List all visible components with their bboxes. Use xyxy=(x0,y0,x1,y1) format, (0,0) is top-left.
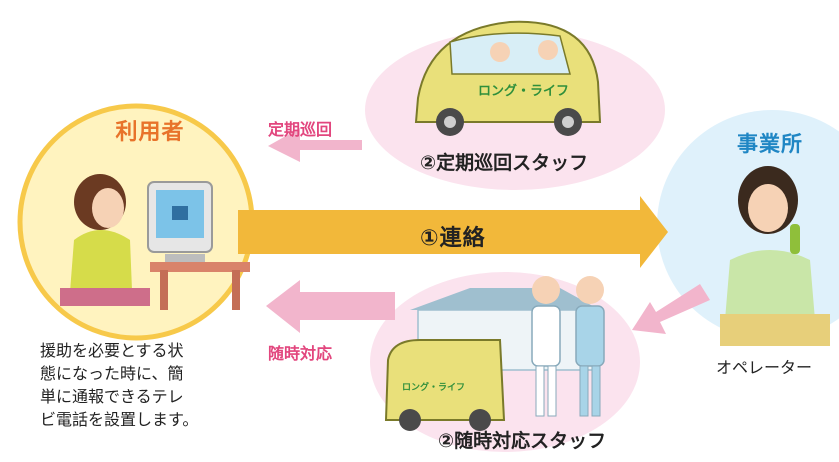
user-description: 援助を必要とする状 態になった時に、簡 単に通報できるテレ ビ電話を設置します。 xyxy=(40,339,240,431)
description-line: ビ電話を設置します。 xyxy=(40,410,199,429)
car-logo-anytime: ロング・ライフ xyxy=(402,383,466,393)
description-line: 単に通報できるテレ xyxy=(40,387,184,406)
contact-arrow-label: ①連絡 xyxy=(420,226,486,251)
anytime-arrow-label: 随時対応 xyxy=(268,344,333,363)
contact-arrow xyxy=(238,196,668,268)
office-dispatch-arrow xyxy=(632,284,710,334)
operator-icon xyxy=(720,166,830,346)
car-logo-periodic: ロング・ライフ xyxy=(478,84,570,99)
user-person-icon xyxy=(60,174,250,310)
periodic-staff-label: ②定期巡回スタッフ xyxy=(420,152,589,174)
user-title: 利用者 xyxy=(115,120,185,145)
anytime-staff-icon xyxy=(384,276,605,431)
operator-label: オペレーター xyxy=(715,358,812,377)
description-line: 態になった時に、簡 xyxy=(40,364,184,383)
office-title: 事業所 xyxy=(737,132,803,156)
periodic-car-icon xyxy=(414,20,602,136)
anytime-arrow xyxy=(266,280,395,333)
description-line: 援助を必要とする状 xyxy=(40,341,184,360)
anytime-staff-label: ②随時対応スタッフ xyxy=(438,430,607,452)
periodic-arrow-label: 定期巡回 xyxy=(268,120,333,139)
periodic-arrow xyxy=(268,128,362,162)
